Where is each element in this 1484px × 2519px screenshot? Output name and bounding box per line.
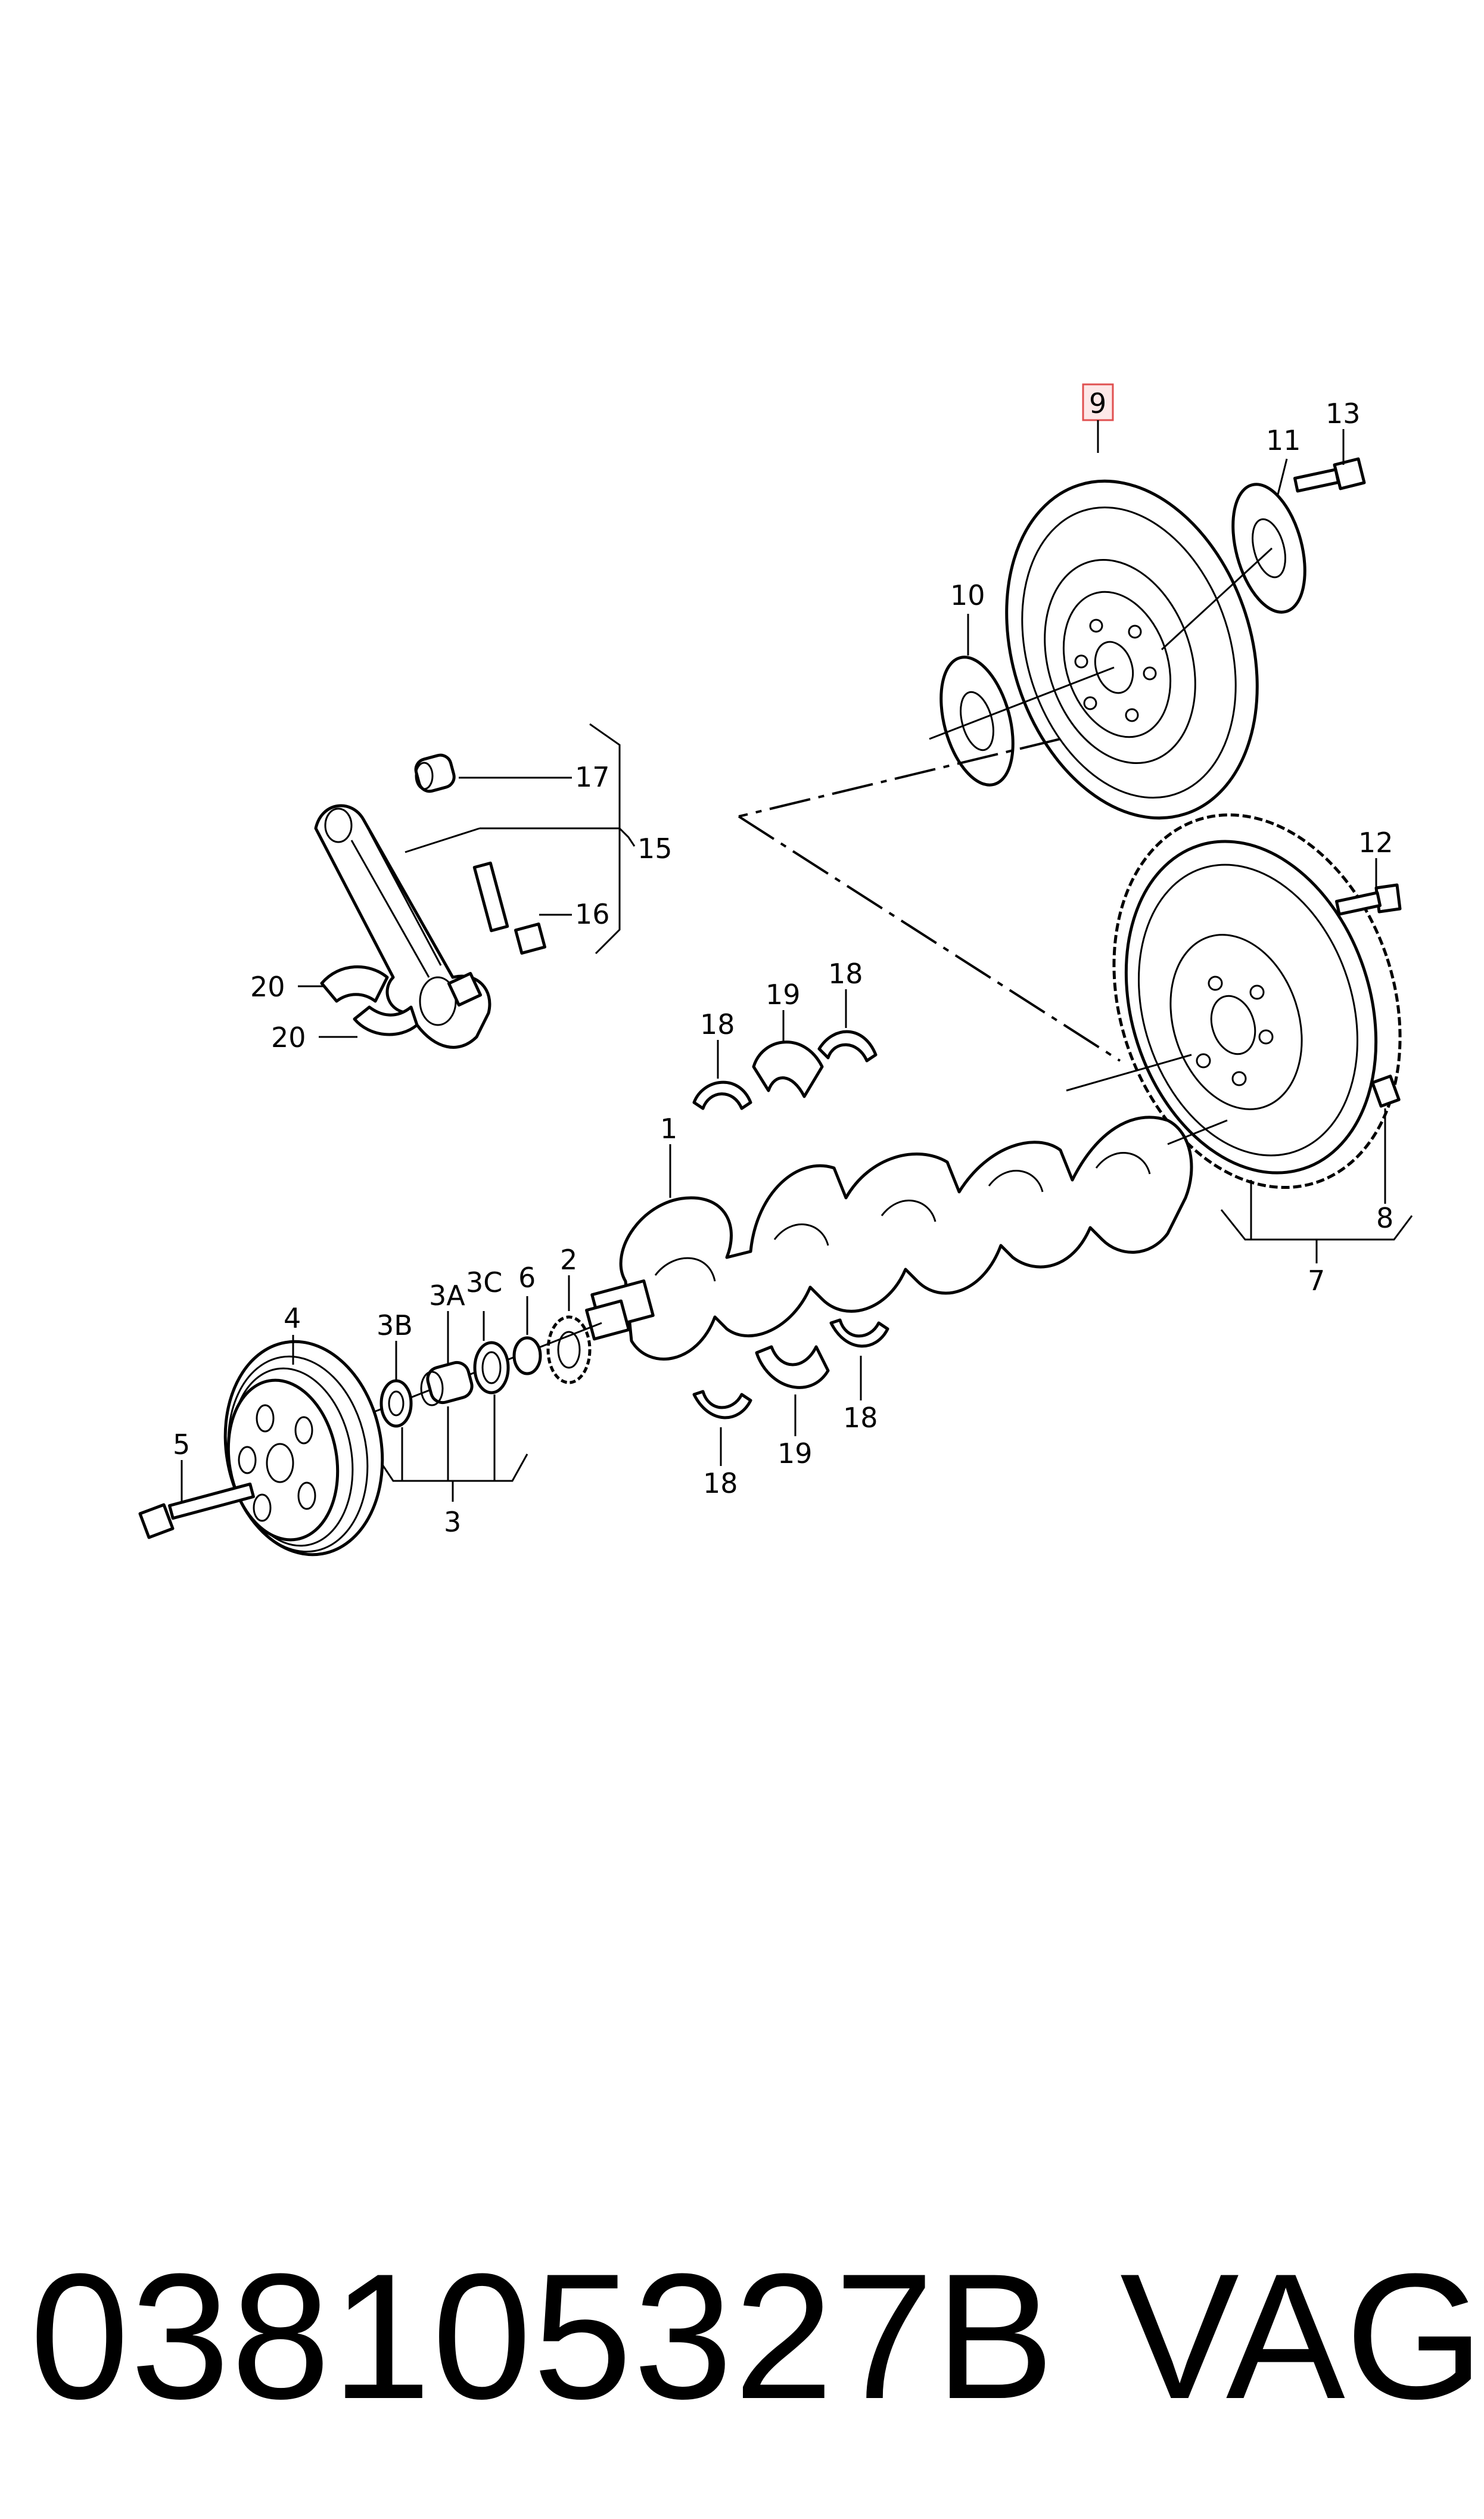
callout-3: 3: [444, 1506, 461, 1538]
shim-plate-part-11[interactable]: [1220, 477, 1317, 620]
thrust-washer-part-18-upper-right[interactable]: [817, 1030, 878, 1063]
part-number-label: 038105327B: [30, 2236, 1056, 2436]
callout-12: 12: [1358, 827, 1393, 859]
bushing-part-17[interactable]: [413, 753, 456, 794]
callout-18-upper-right: 18: [828, 958, 863, 990]
callout-7: 7: [1308, 1265, 1325, 1297]
seal-part-3c[interactable]: [473, 1341, 510, 1394]
callout-18-upper-left: 18: [700, 1008, 735, 1040]
thrust-washer-part-18-lower-right[interactable]: [829, 1318, 889, 1348]
brand-label: VAG: [1120, 2236, 1484, 2436]
callout-17: 17: [575, 761, 610, 793]
callout-1: 1: [660, 1113, 677, 1145]
bearing-shell-part-20-upper[interactable]: [320, 965, 389, 1003]
callout-13: 13: [1326, 397, 1361, 430]
bolt-part-13[interactable]: [1293, 457, 1366, 493]
callout-20-lower: 20: [271, 1021, 306, 1054]
thrust-washer-part-18-lower-left[interactable]: [692, 1390, 752, 1420]
callout-3c: 3C: [466, 1266, 502, 1299]
dowel-pin-part-8[interactable]: [1371, 1074, 1401, 1108]
callout-15: 15: [637, 833, 673, 865]
callout-11: 11: [1266, 424, 1301, 456]
bearing-shell-part-19-lower[interactable]: [755, 1345, 830, 1389]
connecting-rod-part-15[interactable]: [314, 804, 491, 1049]
callout-16: 16: [575, 898, 610, 930]
callout-19-upper: 19: [766, 979, 801, 1011]
callout-18-lower-right: 18: [843, 1402, 878, 1434]
crankshaft-part-1[interactable]: [585, 1116, 1228, 1361]
sprocket-part-2[interactable]: [546, 1315, 592, 1384]
callout-20-upper: 20: [250, 971, 285, 1003]
con-rod-bolt-part-16[interactable]: [472, 861, 546, 955]
flywheel-part-9[interactable]: [965, 448, 1299, 850]
callout-2: 2: [560, 1244, 577, 1276]
callout-3a: 3A: [429, 1279, 465, 1312]
pulley-part-4[interactable]: [209, 1329, 399, 1567]
callout-19-lower: 19: [777, 1437, 813, 1470]
callout-6: 6: [518, 1262, 536, 1294]
callout-4: 4: [284, 1302, 301, 1334]
bolt-part-5[interactable]: [138, 1482, 255, 1539]
flywheel-ring-gear-part-7[interactable]: [1068, 778, 1446, 1225]
washer-part-3b[interactable]: [379, 1379, 413, 1428]
callout-10: 10: [950, 579, 985, 611]
callout-18-lower-left: 18: [703, 1467, 738, 1499]
bolt-part-12[interactable]: [1334, 883, 1402, 916]
callout-9: 9: [1089, 387, 1106, 420]
bearing-shell-part-20-lower[interactable]: [353, 1005, 419, 1036]
bearing-shell-part-19-upper[interactable]: [752, 1040, 824, 1098]
thrust-washer-part-18-upper-left[interactable]: [692, 1080, 752, 1110]
callout-5: 5: [173, 1428, 190, 1461]
sleeve-part-3a[interactable]: [420, 1360, 475, 1406]
callout-8: 8: [1376, 1202, 1393, 1234]
callout-3b: 3B: [377, 1309, 413, 1341]
seal-ring-part-6[interactable]: [512, 1336, 542, 1375]
